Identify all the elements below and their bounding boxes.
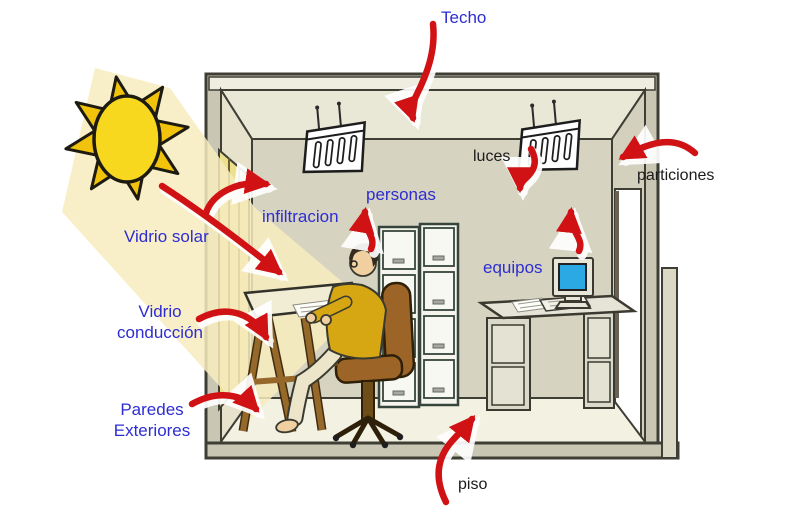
arm (309, 297, 351, 322)
label-particiones: particiones (637, 167, 715, 184)
ceiling (219, 89, 647, 140)
label-paredes-exteriores: Paredes Exteriores (108, 400, 196, 441)
glasses (350, 260, 358, 268)
arrow-vidrio-solar (158, 182, 284, 276)
arrow-particiones (618, 135, 699, 161)
arrow-piso (435, 414, 476, 506)
arrow-infiltracion (202, 168, 272, 217)
label-personas: personas (366, 185, 436, 204)
label-paredes-line2: Exteriores (113, 420, 191, 440)
light-tubes (312, 134, 358, 169)
chair-star-base (333, 415, 403, 447)
chair-pedestal (361, 380, 375, 420)
sun-icon (64, 75, 190, 201)
arrow-luces (507, 145, 538, 194)
label-equipos: equipos (483, 258, 543, 277)
label-piso: piso (458, 476, 488, 493)
label-luces: luces (473, 148, 511, 165)
monitor-base (554, 301, 592, 309)
sun-core (92, 94, 162, 184)
label-vidrio-solar: Vidrio solar (124, 227, 209, 246)
hand-right (320, 314, 332, 326)
partition-panel (661, 267, 678, 459)
arrow-techo (394, 20, 437, 123)
hand-left (305, 312, 317, 324)
torso-sweater (325, 282, 388, 360)
office-chair (332, 281, 416, 384)
light-fixture-left (302, 101, 367, 174)
label-techo: Techo (441, 8, 487, 27)
label-vidrio-conduccion-line1: Vidrio (138, 302, 182, 321)
label-infiltracion: infiltracion (262, 207, 339, 226)
label-vidrio-conduccion-line2: conducción (116, 322, 203, 342)
arrow-equipos (556, 206, 584, 255)
chair-base (332, 380, 404, 449)
shoe (275, 418, 299, 434)
arrow-personas (348, 206, 376, 253)
monitor-screen (558, 263, 587, 291)
computer-monitor-icon (552, 257, 594, 309)
heat-flow-arrows (158, 20, 699, 506)
arrow-paredes (188, 384, 260, 413)
label-vidrio-conduccion: Vidrio conducción (112, 302, 208, 343)
label-paredes-line1: Paredes (120, 400, 184, 419)
arrow-vidrio-conduccion (195, 308, 270, 342)
legs (288, 347, 341, 425)
computer-desk (477, 294, 638, 411)
